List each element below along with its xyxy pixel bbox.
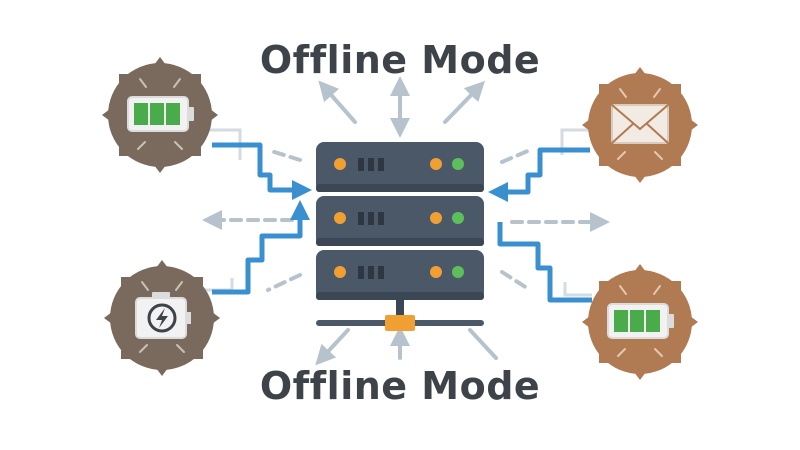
- bottom-arrows: [315, 326, 498, 366]
- diagram-title-bottom: Offline Mode: [259, 364, 541, 408]
- arrow-left-upper: [266, 148, 302, 162]
- battery-charged-icon: [607, 303, 674, 339]
- badge-bottom-right: [582, 264, 698, 380]
- arrow-right-upper: [500, 148, 532, 164]
- connector-top-right: [488, 147, 590, 202]
- connector-bottom-right: [497, 222, 592, 303]
- top-arrows: [318, 76, 485, 138]
- arrow-bottom-left: [315, 328, 350, 366]
- connector-bottom-left: [212, 200, 310, 295]
- badge-top-left: [102, 57, 218, 173]
- connector-top-left: [212, 142, 312, 200]
- diagram-title-top: Offline Mode: [259, 38, 541, 82]
- server-rack-icon: [316, 142, 484, 331]
- side-arrows: [202, 148, 610, 292]
- blue-connectors: [212, 142, 592, 303]
- arrow-right-lower: [500, 270, 532, 292]
- badge-top-right: [582, 67, 698, 183]
- envelope-icon: [611, 104, 669, 144]
- arrow-left-lower: [266, 273, 302, 292]
- arrow-bottom-right: [468, 328, 498, 360]
- network-hub: [385, 315, 415, 331]
- arrow-top-right: [443, 80, 485, 124]
- power-bolt-icon: [135, 292, 191, 339]
- badge-bottom-left: [104, 260, 220, 376]
- battery-charged-icon: [127, 96, 194, 132]
- arrow-top-left: [318, 80, 357, 124]
